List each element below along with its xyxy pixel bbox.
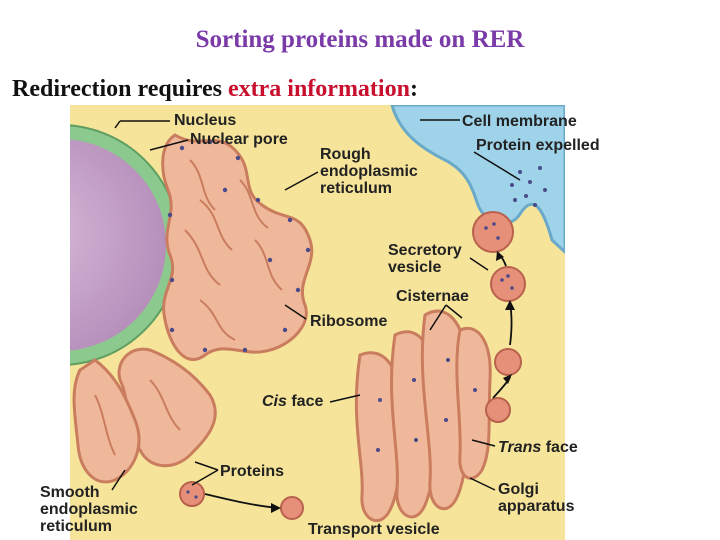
label-cis-face: Cis face (262, 393, 323, 410)
vesicles (179, 211, 526, 520)
label-cell-membrane: Cell membrane (462, 113, 577, 130)
label-rough-er: Rough endoplasmic reticulum (320, 146, 418, 197)
subtitle-prefix: Redirection requires (12, 76, 228, 102)
nucleus-body (70, 139, 166, 351)
ribosome-dots (167, 139, 311, 353)
label-nucleus: Nucleus (174, 112, 237, 129)
er-fold-lines (94, 159, 283, 456)
vesicle-dots (186, 222, 514, 499)
label-cis-face-italic: Cis (262, 393, 287, 410)
label-trans-face-italic: Trans (498, 439, 542, 456)
label-cisternae: Cisternae (396, 288, 469, 305)
label-smooth-er: Smooth endoplasmic reticulum (40, 484, 138, 535)
label-nuclear-pore: Nuclear pore (190, 131, 288, 148)
extracellular-space (390, 105, 565, 255)
label-secretory-vesicle: Secretory vesicle (388, 242, 462, 276)
label-proteins: Proteins (220, 463, 285, 480)
label-ribosome: Ribosome (310, 313, 388, 330)
label-golgi-apparatus: Golgi apparatus (498, 481, 575, 515)
label-trans-face: Trans face (498, 439, 578, 456)
expelled-protein-dots (510, 166, 547, 207)
slide-subtitle: Redirection requires extra information: (12, 76, 418, 103)
slide-title: Sorting proteins made on RER (195, 26, 525, 53)
subtitle-suffix: : (409, 76, 418, 102)
rough-er (72, 133, 314, 484)
golgi-dots (376, 358, 477, 452)
label-protein-expelled: Protein expelled (476, 137, 600, 154)
golgi-cisternae (354, 309, 492, 523)
label-trans-face-rest: face (541, 439, 578, 456)
label-cis-face-rest: face (286, 393, 324, 410)
leader-lines (111, 119, 521, 491)
label-transport-vesicle: Transport vesicle (308, 521, 440, 538)
subtitle-highlight: extra information (227, 76, 410, 102)
arrow-heads (271, 251, 515, 513)
